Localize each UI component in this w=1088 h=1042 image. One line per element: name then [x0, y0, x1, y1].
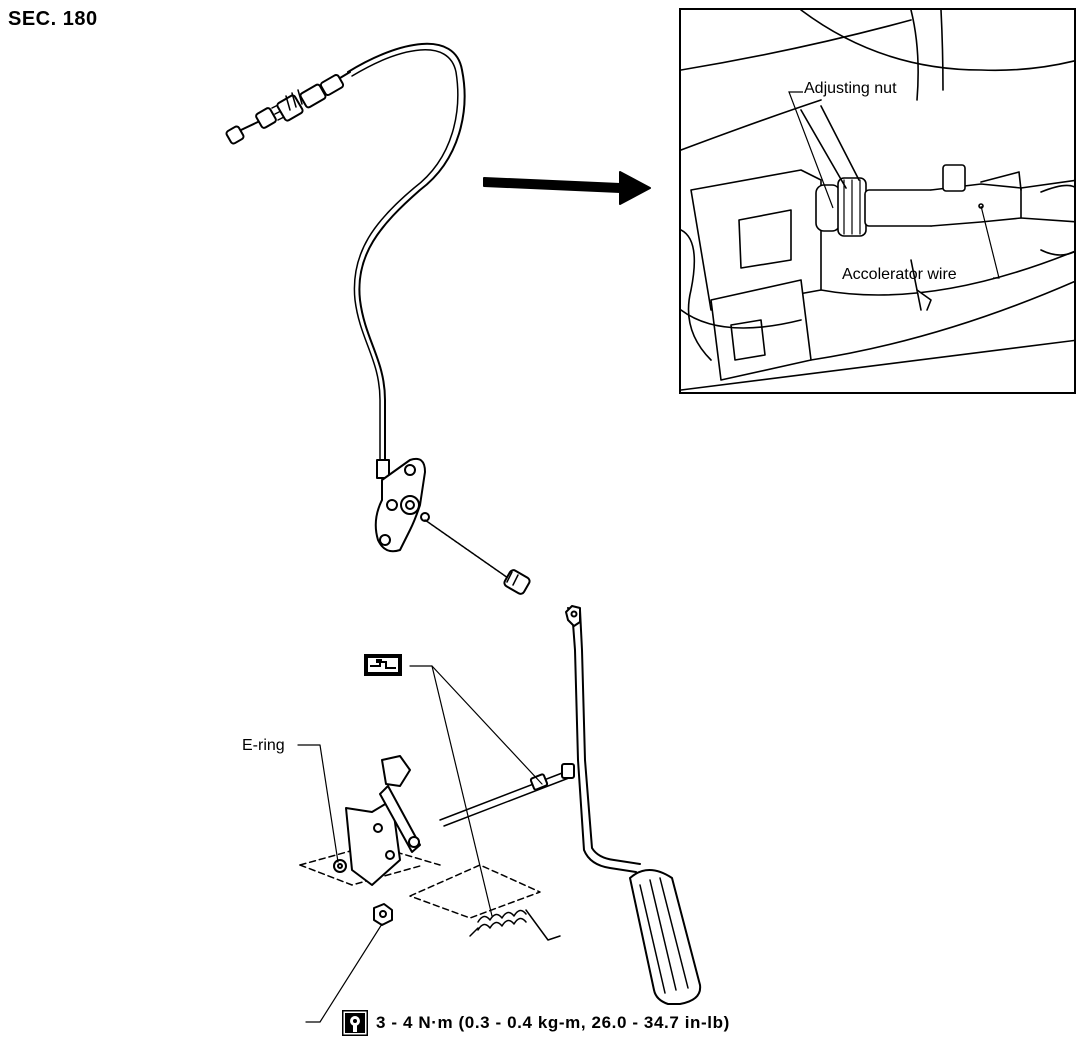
e-ring-part [333, 859, 347, 873]
adjusting-nut-label: Adjusting nut [804, 80, 897, 97]
mounting-nut [373, 903, 393, 926]
pointer-arrow [483, 171, 651, 205]
pedal-pad [629, 869, 702, 1005]
section-number: SEC. 180 [8, 8, 98, 30]
cable-sheath [347, 42, 466, 463]
accelerator-wire-label: Accolerator wire [842, 266, 957, 283]
adjusting-nut-detail-drawing [681, 10, 1074, 391]
inner-wire [424, 519, 509, 579]
detail-inset [679, 8, 1076, 394]
inset-leader-lines [788, 91, 1000, 279]
leader-lines [297, 665, 543, 1023]
pivot-shaft [439, 763, 575, 827]
torque-value: 3 - 4 N·m (0.3 - 0.4 kg-m, 26.0 - 34.7 i… [376, 1013, 730, 1032]
torque-wrench-icon [342, 1010, 368, 1036]
pedal-bracket [299, 755, 541, 919]
throttle-end-fitting [225, 71, 351, 145]
wire-end-plug [503, 569, 531, 595]
firewall-bracket [374, 457, 430, 553]
e-ring-label: E-ring [242, 737, 285, 754]
grease-icon [364, 654, 402, 676]
torque-spec: 3 - 4 N·m (0.3 - 0.4 kg-m, 26.0 - 34.7 i… [342, 1010, 730, 1036]
return-spring [469, 909, 561, 941]
accelerator-pedal-arm [565, 605, 641, 873]
